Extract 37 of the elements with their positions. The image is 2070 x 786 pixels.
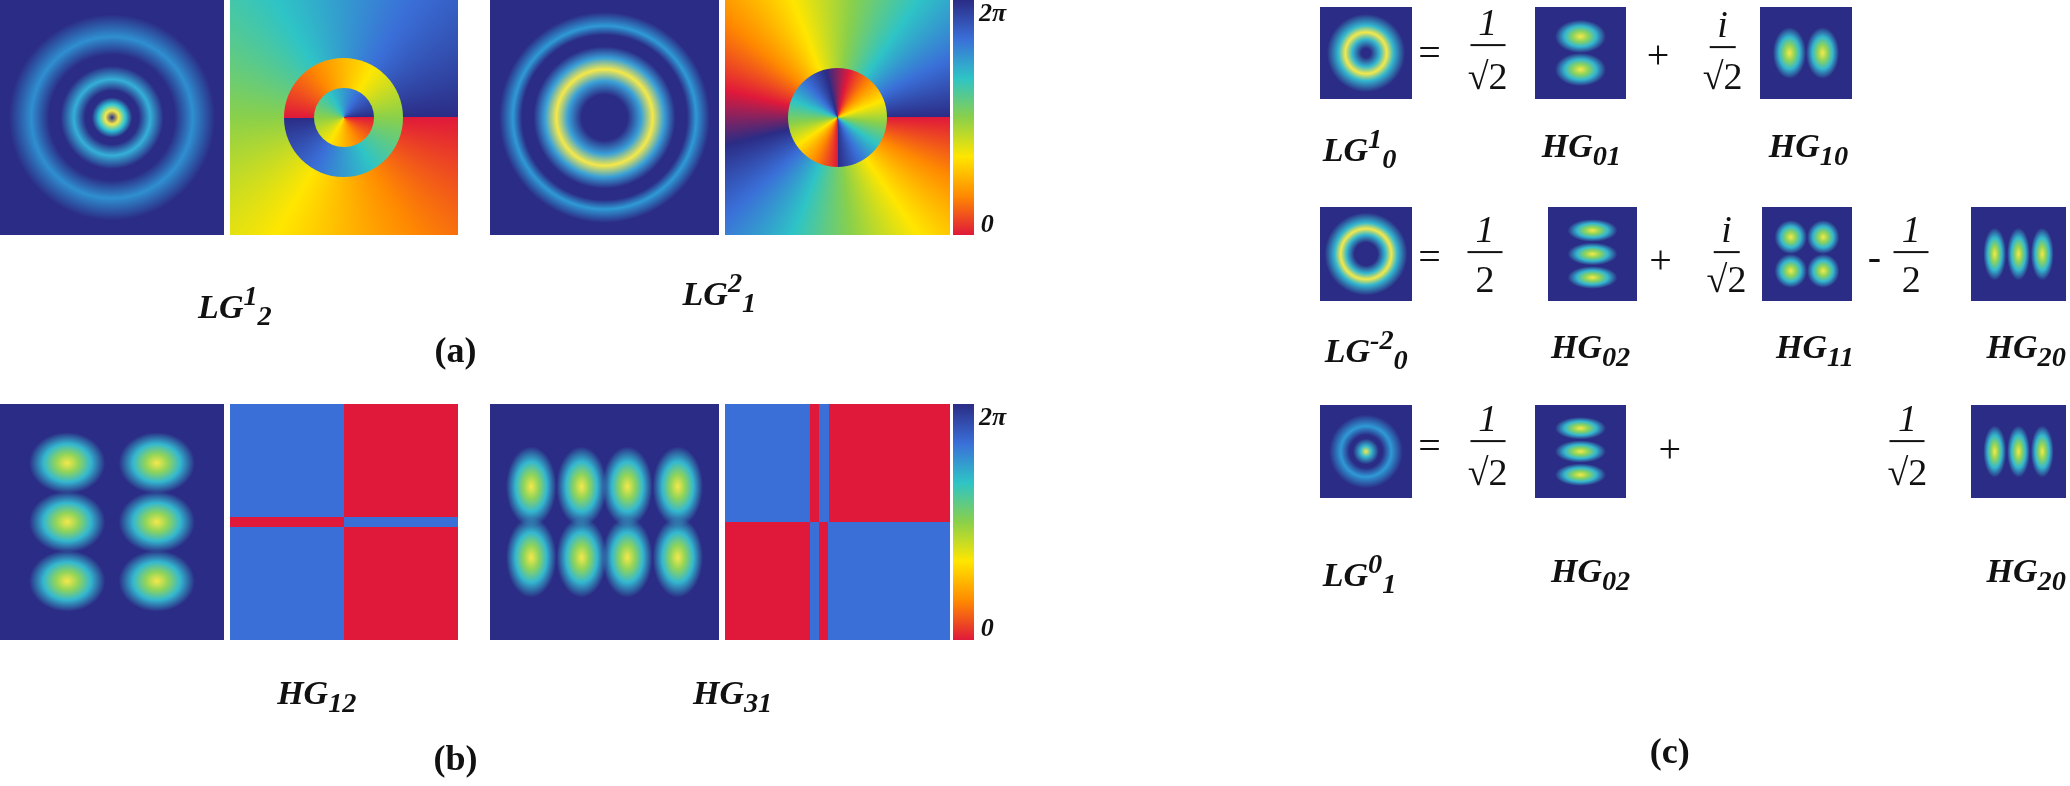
mode-label: HG$_{02}$ — [1550, 552, 1631, 597]
operator-sign: + — [1649, 238, 1672, 283]
fraction-numerator: 1 — [1467, 209, 1503, 253]
mode-label: HG$_{20}$ — [1986, 327, 2066, 372]
fraction-denominator: √2 — [1467, 55, 1508, 98]
mode-label: HG$_{02}$ — [1550, 327, 1631, 372]
tick-label: 0 — [980, 210, 994, 239]
fraction-denominator: √2 — [1887, 451, 1928, 494]
operator-sign: = — [1418, 235, 1441, 280]
fraction-numerator: i — [1709, 4, 1736, 49]
fraction-denominator: √2 — [1706, 258, 1747, 301]
fraction-numerator: i — [1713, 209, 1740, 253]
operator-sign: + — [1646, 33, 1670, 78]
fraction-numerator: 1 — [1889, 397, 1925, 442]
operator-sign: - — [1867, 235, 1882, 280]
operator-sign: + — [1658, 426, 1682, 471]
fraction-numerator: 1 — [1470, 397, 1506, 442]
fraction-denominator: 2 — [1475, 258, 1495, 301]
fraction-numerator: 1 — [1893, 209, 1929, 253]
mode-label: HG$_{10}$ — [1768, 127, 1849, 172]
tick-label: 2π — [979, 0, 1007, 28]
fraction-numerator: 1 — [1470, 1, 1506, 46]
mode-label: HG$_{01}$ — [1541, 127, 1621, 172]
mode-label: HG$_{20}$ — [1986, 552, 2066, 597]
tick-label: 2π — [979, 402, 1007, 432]
mode-label: HG$_{31}$ — [692, 673, 773, 718]
panel-label: (c) — [1649, 732, 1690, 773]
tick-label: 0 — [980, 614, 994, 643]
operator-sign: = — [1418, 424, 1441, 469]
mode-label: HG$_{12}$ — [277, 673, 357, 718]
fraction-denominator: √2 — [1467, 451, 1508, 494]
fraction-denominator: 2 — [1901, 258, 1921, 301]
panel-label: (b) — [433, 739, 478, 779]
panel-label: (a) — [434, 331, 477, 371]
mode-label: HG$_{11}$ — [1776, 327, 1854, 372]
fraction-denominator: √2 — [1702, 55, 1743, 98]
operator-sign: = — [1418, 30, 1441, 75]
